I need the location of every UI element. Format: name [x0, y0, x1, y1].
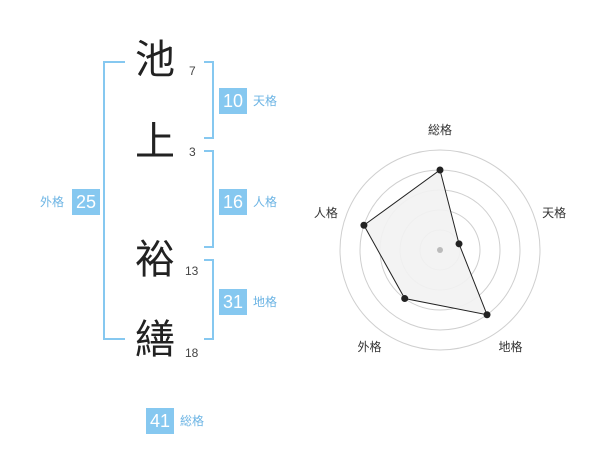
chikaku-bracket [204, 259, 214, 340]
name-char-1: 池 [135, 37, 175, 83]
radar-axis-label-1: 総格 [428, 122, 452, 137]
tenkaku-label: 天格 [253, 94, 278, 108]
jinkaku-value: 16 [219, 189, 247, 215]
stroke-count-3: 13 [185, 264, 199, 278]
gaikaku-label: 外格 [40, 195, 65, 209]
radar-axis-label-2: 天格 [542, 205, 566, 220]
stroke-count-1: 7 [189, 64, 196, 78]
chikaku-label: 地格 [253, 295, 278, 309]
gaikaku-value: 25 [72, 189, 100, 215]
jinkaku-label: 人格 [253, 195, 278, 209]
radar-point-4 [401, 295, 409, 303]
name-char-4: 繕 [135, 317, 175, 363]
stroke-count-2: 3 [189, 145, 196, 159]
radar-grid-ring [339, 149, 541, 351]
soukaku-label: 総格 [180, 414, 205, 428]
tenkaku-value: 10 [219, 88, 247, 114]
radar-axis-label-4: 外格 [357, 339, 381, 354]
soukaku-value: 41 [146, 408, 174, 434]
stroke-count-4: 18 [185, 346, 199, 360]
radar-point-3 [483, 311, 491, 319]
radar-axis-label-3: 地格 [499, 339, 523, 354]
radar-axis-label-5: 人格 [314, 205, 338, 220]
tenkaku-bracket [204, 61, 214, 139]
gaikaku-bracket [103, 61, 125, 340]
radar-point-1 [436, 166, 444, 174]
radar-point-5 [360, 221, 368, 229]
chikaku-value: 31 [219, 289, 247, 315]
radar-center-dot [437, 247, 443, 253]
name-char-3: 裕 [135, 237, 175, 283]
radar-data-shape [363, 169, 488, 316]
radar-point-2 [455, 240, 463, 248]
name-char-2: 上 [135, 119, 175, 165]
jinkaku-bracket [204, 150, 214, 248]
